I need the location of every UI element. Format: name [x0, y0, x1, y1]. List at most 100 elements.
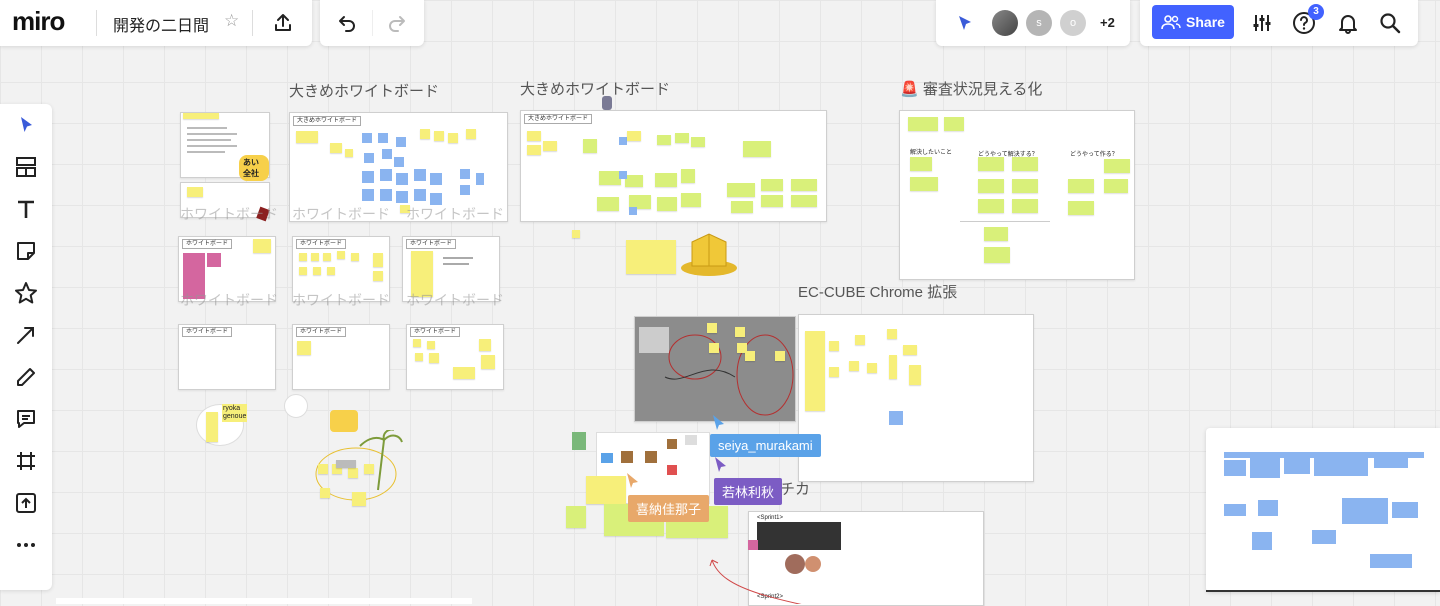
hat-image	[680, 232, 738, 278]
cursor-pointer-icon	[713, 415, 724, 430]
settings-sliders-icon[interactable]	[1248, 9, 1276, 37]
templates-icon[interactable]	[0, 146, 52, 188]
frame-label: ホワイトボード	[406, 239, 457, 249]
speech-bubble-icon	[330, 410, 358, 432]
frame-title-4[interactable]: EC-CUBE Chrome 拡張	[798, 284, 958, 301]
frame-label: ホワイトボード	[182, 327, 233, 337]
frame-sprint[interactable]: <Sprint1> <Sprint2>	[748, 511, 984, 606]
cursor-label-kina: 喜納佳那子	[628, 495, 710, 522]
palm-tree-diagram[interactable]	[306, 428, 406, 510]
pink-note[interactable]	[748, 540, 758, 550]
bottom-bar	[56, 598, 472, 604]
bell-icon[interactable]	[1334, 9, 1362, 37]
sticky-note[interactable]	[206, 412, 218, 442]
frame-label: 大きめホワイトボード	[524, 114, 593, 124]
frame-review-status[interactable]: 解決したいこと どうやって解決する？ どうやって作る？	[899, 110, 1135, 280]
sticky-note[interactable]	[586, 476, 626, 504]
sticker: あい全社	[239, 155, 269, 181]
miro-logo[interactable]: miro	[12, 6, 65, 36]
small-whiteboard[interactable]: ホワイトボード	[406, 324, 504, 390]
frame-title-5-partial[interactable]: チカ	[780, 481, 811, 498]
users-icon	[1161, 15, 1181, 30]
share-tools-bar: Share 3	[1140, 0, 1418, 46]
collaborators-bar: s o +2	[936, 0, 1130, 46]
text-tool-icon[interactable]	[0, 188, 52, 230]
small-whiteboard[interactable]: ホワイトボード	[292, 236, 390, 302]
frame-label: ホワイトボード	[296, 327, 347, 337]
help-badge: 3	[1308, 4, 1324, 20]
minimap[interactable]	[1206, 428, 1440, 592]
divider	[252, 10, 253, 36]
watermark: ホワイトボード	[406, 292, 504, 308]
sprint1-label: <Sprint1>	[757, 515, 784, 521]
watermark: ホワイトボード	[292, 206, 390, 222]
col-heading: どうやって解決する？	[978, 152, 1038, 158]
shapes-star-icon[interactable]	[0, 272, 52, 314]
red-arrow-curve	[709, 559, 802, 604]
avatar[interactable]	[992, 10, 1018, 36]
frame-title-text: 審査状況見える化	[922, 81, 1043, 98]
frame-ec-cube-chrome[interactable]	[798, 314, 1034, 482]
select-cursor-icon[interactable]	[0, 104, 52, 146]
cursor-label-seiya: seiya_murakami	[710, 434, 821, 457]
frame-title-1[interactable]: 大きめホワイトボード	[289, 83, 440, 100]
frame-label: ホワイトボード	[410, 327, 461, 337]
pen-icon[interactable]	[0, 356, 52, 398]
whiteboard-photo[interactable]	[634, 316, 796, 422]
undo-redo-bar	[320, 0, 424, 46]
yellow-label: ryoka genoue	[222, 404, 248, 422]
reactions-icon[interactable]	[952, 10, 978, 36]
share-label: Share	[1186, 14, 1225, 30]
frame-label: ホワイトボード	[182, 239, 233, 249]
watermark: ホワイトボード	[292, 292, 390, 308]
undo-icon[interactable]	[332, 9, 362, 37]
comment-icon[interactable]	[0, 398, 52, 440]
small-whiteboard[interactable]: ホワイトボード	[178, 324, 276, 390]
alert-icon: 🚨	[900, 81, 919, 98]
small-whiteboard[interactable]: ホワイトボード	[178, 236, 276, 302]
sticky-note[interactable]	[572, 230, 580, 238]
divider	[96, 10, 97, 36]
frame-label: ホワイトボード	[296, 239, 347, 249]
top-left-toolbar: miro 開発の二日間 ☆	[0, 0, 312, 46]
redo-icon[interactable]	[382, 9, 412, 37]
small-board[interactable]	[180, 182, 270, 218]
board-title[interactable]: 開発の二日間	[113, 18, 210, 35]
watermark: ホワイトボード	[180, 292, 278, 308]
green-image	[572, 432, 586, 450]
sticky-note-icon[interactable]	[0, 230, 52, 272]
user-avatar-sticker	[602, 96, 612, 110]
frame-title-3[interactable]: 🚨 審査状況見える化	[900, 78, 1042, 99]
share-button[interactable]: Share	[1152, 5, 1234, 39]
watermark: ホワイトボード	[180, 206, 278, 222]
frame-label: 大きめホワイトボード	[293, 116, 362, 126]
frame-icon[interactable]	[0, 440, 52, 482]
small-whiteboard[interactable]: ホワイトボード	[402, 236, 500, 302]
divider	[372, 10, 373, 36]
small-whiteboard[interactable]: ホワイトボード	[292, 324, 390, 390]
frame-title-2[interactable]: 大きめホワイトボード	[520, 81, 671, 98]
frame-large-whiteboard-1[interactable]: 大きめホワイトボード	[289, 112, 508, 222]
small-circle[interactable]	[284, 394, 308, 418]
more-collaborators-count[interactable]: +2	[1100, 15, 1115, 30]
connection-line-icon[interactable]	[0, 314, 52, 356]
upload-icon[interactable]	[0, 482, 52, 524]
frame-large-whiteboard-2[interactable]: 大きめホワイトボード	[520, 110, 827, 222]
small-board[interactable]: あい全社	[180, 112, 270, 181]
help-icon[interactable]	[1290, 9, 1318, 37]
avatar-s[interactable]: s	[1026, 10, 1052, 36]
col-heading: 解決したいこと	[910, 150, 953, 156]
more-tools-icon[interactable]	[0, 524, 52, 566]
cursor-pointer-icon	[715, 457, 726, 472]
sticky-note[interactable]	[626, 240, 676, 274]
star-icon[interactable]: ☆	[224, 11, 240, 30]
cursor-label-wakabayashi: 若林利秋	[714, 478, 783, 505]
watermark: ホワイトボード	[406, 206, 504, 222]
avatar-o[interactable]: o	[1060, 10, 1086, 36]
sticky-note[interactable]	[566, 506, 586, 528]
left-toolbar	[0, 104, 52, 590]
search-icon[interactable]	[1376, 9, 1404, 37]
cursor-pointer-icon	[627, 473, 638, 488]
upload-export-icon[interactable]	[268, 9, 298, 37]
col-heading: どうやって作る？	[1070, 152, 1118, 158]
